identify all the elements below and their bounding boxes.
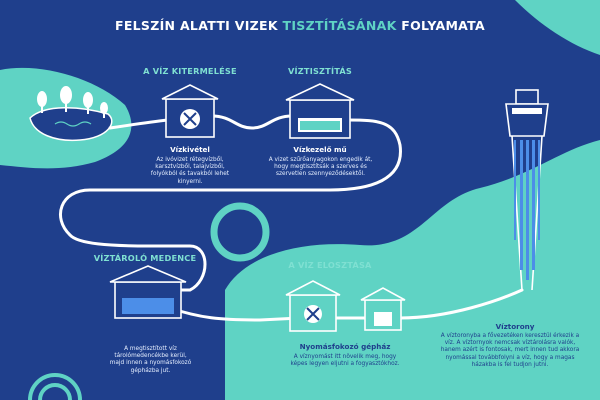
- section-elosztas: A VÍZ ELOSZTÁSA: [288, 260, 372, 270]
- teal-ring: [210, 202, 270, 262]
- step-desc-vizkivetel: Az ivóvizet rétegvízből, karsztvízből, t…: [150, 157, 230, 185]
- section-tarolo: VÍZTÁROLÓ MEDENCE: [93, 253, 197, 263]
- step-title-vizkivetel: Vízkivétel: [170, 145, 210, 154]
- teal-land-right: [225, 140, 600, 400]
- title-highlight: TISZTÍTÁSÁNAK: [282, 18, 397, 33]
- step-title-vizkezelo: Vízkezelő mű: [293, 145, 347, 154]
- pipe-network: [59, 114, 524, 322]
- section-kitermeles: A VÍZ KITERMELÉSE: [143, 66, 237, 76]
- step-desc-vizkezelo: A vizet szűrőanyagokon engedik át, hogy …: [268, 157, 373, 178]
- step-desc-viztorony: A víztoronyba a fővezetéken keresztül ér…: [440, 333, 580, 368]
- extraction-building-icon: [161, 84, 219, 138]
- step-title-nyomasfokozo: Nyomásfokozó gépház: [299, 342, 391, 351]
- trees-icon: [37, 86, 108, 118]
- section-viztisztitas: VÍZTISZTÍTÁS: [288, 66, 352, 76]
- pumping-station-icon: [285, 280, 341, 332]
- page-title: FELSZÍN ALATTI VIZEK TISZTÍTÁSÁNAK FOLYA…: [0, 18, 600, 34]
- distribution-house-icon: [360, 287, 406, 331]
- storage-basin-icon: [109, 265, 187, 319]
- logo-arcs-icon: [28, 373, 82, 400]
- title-part-1: FELSZÍN ALATTI VIZEK: [114, 18, 283, 33]
- lake-wave-icon: [54, 121, 92, 127]
- step-desc-nyomasfokozo: A víznyomást itt növelik meg, hogy képes…: [290, 354, 400, 368]
- step-desc-tarolo: A megtisztított víz tárolómedencékbe ker…: [109, 346, 192, 374]
- teal-land-top-right: [515, 0, 600, 55]
- step-title-viztorony: Víztorony: [495, 322, 535, 331]
- treatment-plant-icon: [285, 83, 355, 139]
- title-part-2: FOLYAMATA: [396, 18, 486, 33]
- water-tower-icon: [505, 89, 549, 291]
